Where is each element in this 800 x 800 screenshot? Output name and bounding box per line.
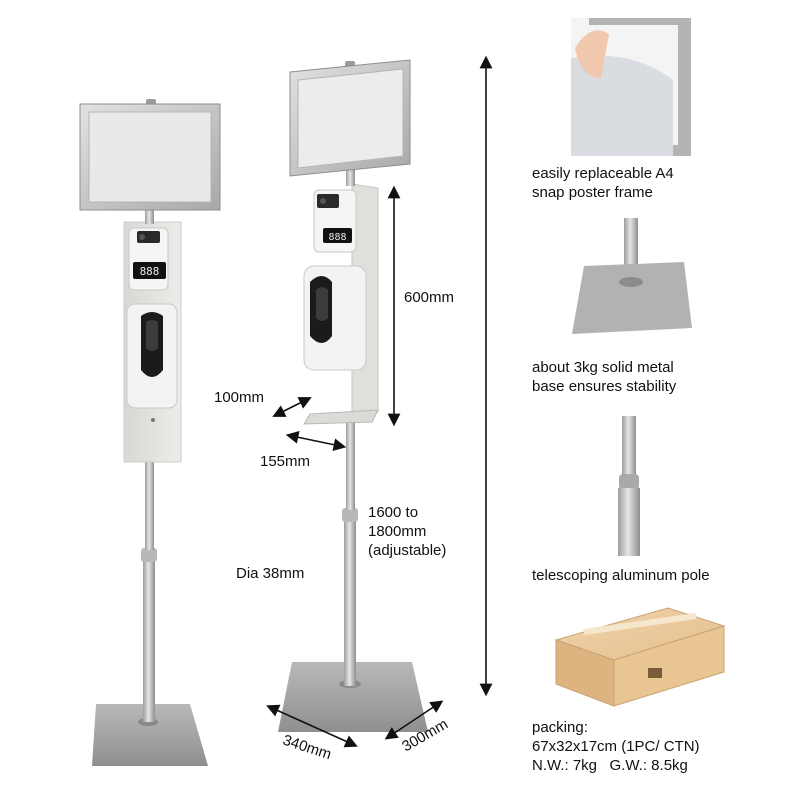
label-depth-100mm: 100mm	[214, 389, 265, 406]
packing-info-line-3: N.W.: 7kg G.W.: 8.5kg	[532, 757, 688, 774]
feature-metal-base: about 3kg solid metal base ensures stabi…	[532, 358, 676, 396]
svg-text:888: 888	[328, 232, 346, 243]
label-pole-length: 1600 to 1800mm (adjustable)	[368, 503, 446, 560]
center-stand-pole-lower	[344, 520, 356, 686]
feature-poster-frame: easily replaceable A4 snap poster frame	[532, 164, 674, 202]
arrow-100mm	[272, 397, 312, 417]
label-width-155mm: 155mm	[260, 453, 311, 470]
pole-length-line-1: 1600 to	[368, 504, 419, 521]
frame-detail-photo	[571, 18, 691, 156]
pole-length-line-3: (adjustable)	[368, 542, 447, 559]
pole-length-line-2: 1800mm	[368, 523, 427, 540]
left-thermometer-display	[133, 262, 166, 279]
label-height-600mm: 600mm	[404, 289, 455, 306]
center-thermometer-display	[323, 228, 352, 243]
packing-info-line-2: 67x32x17cm (1PC/ CTN)	[532, 738, 700, 755]
packing-info: packing: 67x32x17cm (1PC/ CTN) N.W.: 7kg…	[532, 718, 700, 775]
center-stand: 888	[278, 59, 428, 732]
feature-telescoping-pole-line-1: telescoping aluminum pole	[532, 567, 710, 584]
left-stand-base	[92, 704, 208, 766]
feature-metal-base-line-1: about 3kg solid metal	[532, 359, 674, 376]
packing-box-photo	[550, 604, 728, 708]
base-detail-photo	[568, 218, 696, 336]
left-stand: 888	[79, 99, 221, 766]
feature-poster-frame-line-2: snap poster frame	[532, 184, 653, 201]
pole-detail-photo	[608, 416, 652, 556]
svg-text:888: 888	[140, 265, 160, 278]
left-stand-pole-upper	[145, 460, 154, 550]
left-stand-pole-lower	[143, 560, 155, 722]
arrow-340mm	[266, 704, 358, 748]
center-stand-pole-upper	[346, 420, 355, 510]
label-pole-diameter: Dia 38mm	[236, 565, 305, 582]
dimension-arrows	[266, 55, 493, 748]
feature-poster-frame-line-1: easily replaceable A4	[532, 165, 674, 182]
packing-info-line-1: packing:	[532, 719, 588, 736]
arrow-155mm	[285, 431, 347, 451]
arrow-300mm	[384, 700, 444, 740]
feature-metal-base-line-2: base ensures stability	[532, 378, 677, 395]
center-drip-tray	[303, 409, 379, 425]
feature-telescoping-pole: telescoping aluminum pole	[532, 566, 710, 585]
